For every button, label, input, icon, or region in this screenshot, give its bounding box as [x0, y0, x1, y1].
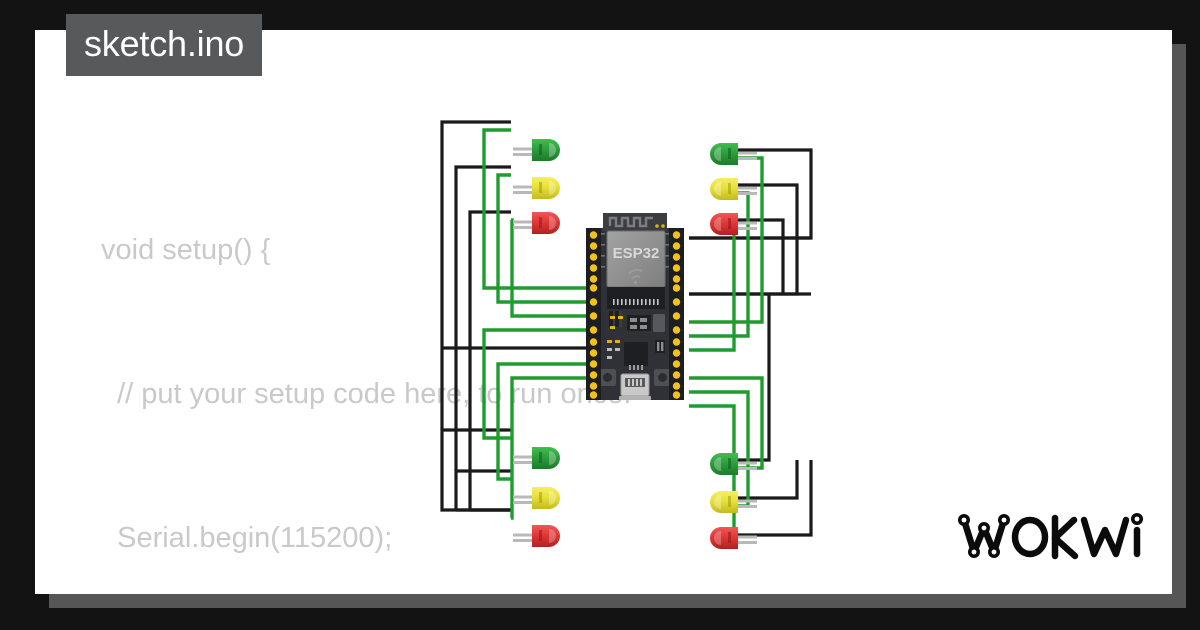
led-yellow — [513, 487, 560, 509]
header-pins — [589, 231, 681, 399]
project-preview-card: ESP32 — [35, 30, 1172, 594]
led-yellow — [710, 491, 757, 513]
sketch-filename-badge: sketch.ino — [66, 14, 263, 76]
circuit-diagram: ESP32 — [440, 120, 813, 549]
led-cluster-bottom-right — [710, 453, 757, 549]
led-red — [710, 213, 757, 235]
svg-text:ESP32: ESP32 — [613, 245, 660, 262]
led-red — [710, 527, 757, 549]
led-cluster-top-left — [513, 139, 560, 234]
led-cluster-bottom-left — [513, 447, 560, 547]
led-green — [710, 143, 757, 165]
led-red — [513, 212, 560, 234]
led-green — [513, 139, 560, 161]
led-green — [513, 447, 560, 469]
wokwi-logo — [958, 513, 1143, 560]
esp32-board: ESP32 — [586, 213, 684, 400]
led-cluster-top-right — [710, 143, 757, 235]
led-yellow — [513, 177, 560, 199]
led-yellow — [710, 178, 757, 200]
led-red — [513, 525, 560, 547]
led-green — [710, 453, 757, 475]
